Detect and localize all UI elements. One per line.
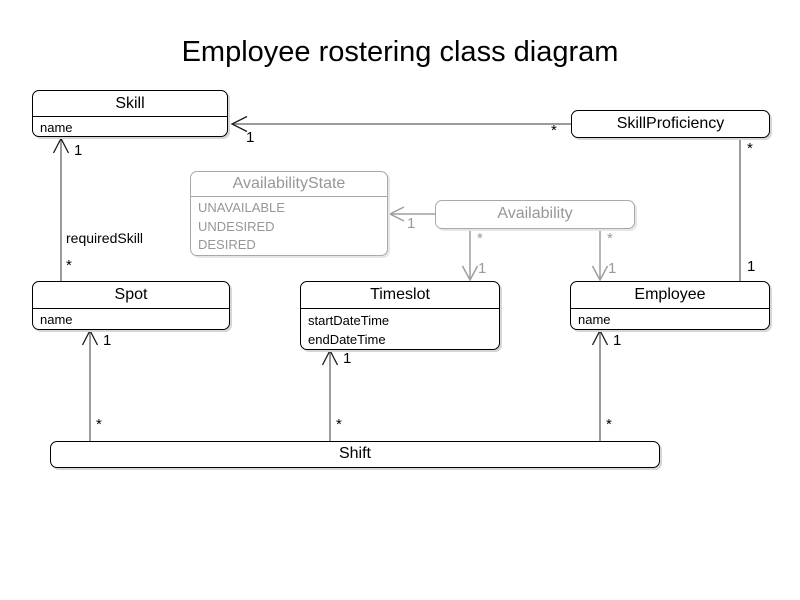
class-name: Availability [497, 205, 573, 222]
arrowhead-into-spot [81, 329, 99, 346]
class-box-employee: Employee name [570, 281, 770, 330]
multiplicity-employee-top: 1 [608, 260, 617, 277]
arrowhead-into-skill-right [230, 115, 248, 133]
attribute: startDateTime [308, 313, 390, 328]
multiplicity-availability-timeslot-source: * [477, 230, 483, 247]
class-box-shift: Shift [50, 441, 660, 468]
class-name: Timeslot [370, 286, 430, 303]
class-attributes: name [571, 308, 769, 329]
class-box-skill: Skill name [32, 90, 228, 137]
multiplicity-timeslot-top: 1 [478, 260, 487, 277]
enum-value: DESIRED [198, 237, 256, 252]
multiplicity-skillproficiency-top: * [747, 140, 753, 157]
class-name: AvailabilityState [232, 175, 346, 192]
multiplicity-employee-right-top: 1 [747, 258, 756, 275]
class-box-skillproficiency: SkillProficiency [571, 110, 770, 138]
multiplicity-availabilitystate-end: 1 [407, 215, 416, 232]
arrowhead-into-employee-bottom [591, 329, 609, 346]
class-attributes: UNAVAILABLE UNDESIRED DESIRED [191, 196, 387, 255]
diagram-title: Employee rostering class diagram [181, 36, 619, 68]
attribute: name [578, 312, 611, 327]
attribute: endDateTime [308, 332, 386, 347]
relation-availability-timeslot [461, 229, 479, 282]
class-name: Shift [338, 445, 371, 462]
class-attributes: startDateTime endDateTime [301, 308, 499, 349]
multiplicity-spot-bottom: 1 [103, 332, 112, 349]
multiplicity-shift-timeslot-end: * [336, 416, 342, 433]
arrowhead-into-timeslot [321, 349, 339, 366]
relation-availability-employee [591, 229, 609, 282]
relation-availability-availabilitystate [388, 206, 435, 222]
attribute: name [40, 120, 73, 135]
class-box-availability: Availability [435, 200, 635, 229]
multiplicity-availability-employee-source: * [607, 230, 613, 247]
class-attributes: name [33, 116, 227, 137]
multiplicity-skill-bottom: 1 [74, 142, 83, 159]
multiplicity-timeslot-bottom: 1 [343, 350, 352, 367]
class-box-spot: Spot name [32, 281, 230, 330]
role-label-requiredskill: requiredSkill [66, 230, 144, 246]
class-name: Employee [634, 286, 706, 303]
enum-value: UNDESIRED [198, 218, 275, 234]
class-box-timeslot: Timeslot startDateTime endDateTime [300, 281, 500, 350]
arrowhead-into-skill-bottom [52, 137, 70, 154]
enum-value: UNAVAILABLE [198, 200, 285, 215]
multiplicity-skillproficiency-end: * [551, 122, 557, 139]
multiplicity-spot-top: * [66, 257, 72, 274]
multiplicity-skill-end: 1 [246, 129, 255, 146]
class-box-availabilitystate: AvailabilityState UNAVAILABLE UNDESIRED … [190, 171, 388, 256]
class-name: SkillProficiency [616, 115, 725, 132]
class-name: Skill [115, 95, 145, 112]
multiplicity-employee-bottom: 1 [613, 332, 622, 349]
attribute: name [40, 312, 73, 327]
class-name: Spot [114, 286, 148, 303]
multiplicity-shift-spot-end: * [96, 416, 102, 433]
multiplicity-shift-employee-end: * [606, 416, 612, 433]
class-attributes: name [33, 308, 229, 329]
